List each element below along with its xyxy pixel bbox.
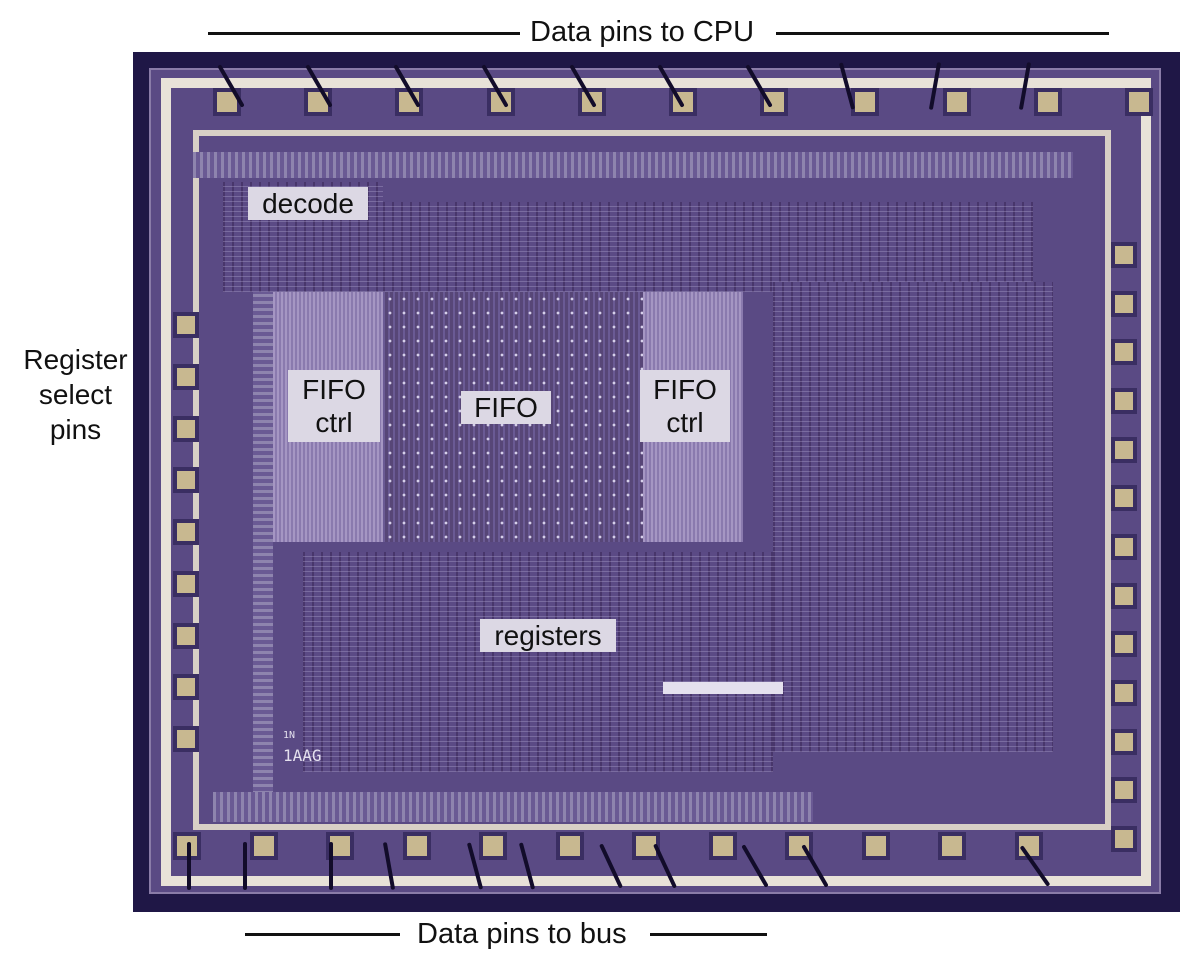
left-bond-pads bbox=[173, 312, 199, 752]
bond-pad bbox=[1111, 777, 1137, 804]
bond-pad bbox=[173, 363, 199, 390]
die-small-prefix: 1N bbox=[283, 730, 296, 741]
bottom-caption-text: Data pins to bus bbox=[417, 918, 627, 950]
bond-pad bbox=[1111, 825, 1137, 852]
fifo-ctrl-right-label: FIFO ctrl bbox=[640, 370, 730, 442]
fifo-label: FIFO bbox=[461, 391, 551, 424]
bond-pad bbox=[555, 832, 584, 860]
registers-label: registers bbox=[480, 619, 616, 652]
label-line: ctrl bbox=[666, 407, 704, 438]
bottom-caption: Data pins to bus bbox=[0, 912, 1200, 956]
label-line: FIFO bbox=[302, 374, 366, 405]
register-select-caption: Register select pins bbox=[8, 342, 143, 447]
bond-pad bbox=[173, 674, 199, 701]
bond-wire bbox=[329, 842, 333, 890]
bond-pad bbox=[1124, 88, 1153, 116]
fifo-ctrl-left-label: FIFO ctrl bbox=[288, 370, 380, 442]
outer-metal-ring bbox=[161, 78, 1151, 886]
label-line: FIFO bbox=[653, 374, 717, 405]
bond-pad bbox=[1033, 88, 1062, 116]
bond-pad bbox=[1111, 290, 1137, 317]
bond-wire bbox=[243, 842, 247, 890]
bond-pad bbox=[479, 832, 508, 860]
bond-pad bbox=[173, 467, 199, 494]
register-block bbox=[303, 552, 773, 772]
decode-label: decode bbox=[248, 187, 368, 220]
top-caption-text: Data pins to CPU bbox=[530, 16, 755, 48]
bond-pad bbox=[708, 832, 737, 860]
top-caption-rule-left bbox=[208, 32, 520, 35]
caption-line: pins bbox=[49, 414, 102, 445]
bond-pad bbox=[173, 726, 199, 752]
bond-pad bbox=[577, 88, 606, 116]
bond-pad bbox=[173, 622, 199, 649]
caption-line: select bbox=[38, 379, 113, 410]
bond-pad bbox=[173, 312, 199, 338]
bottom-caption-rule-left bbox=[245, 933, 400, 936]
bond-wire bbox=[187, 842, 191, 890]
chip-die-photo: 1N 1AAG decode FIFO FIFO ctrl FIFO ctrl … bbox=[133, 52, 1180, 912]
top-caption-rule-right bbox=[776, 32, 1109, 35]
bond-pad bbox=[851, 88, 880, 116]
top-caption: Data pins to CPU bbox=[0, 12, 1200, 52]
bond-pad bbox=[1111, 436, 1137, 463]
control-logic-block bbox=[773, 282, 1053, 752]
bond-pad bbox=[173, 519, 199, 545]
bottom-bus-lines bbox=[213, 792, 813, 822]
bond-pad bbox=[1111, 631, 1137, 658]
bond-pad bbox=[1111, 679, 1137, 706]
caption-line: Register bbox=[23, 344, 128, 375]
bond-pad bbox=[1111, 485, 1137, 512]
bond-pad bbox=[1111, 242, 1137, 268]
bond-pad bbox=[861, 832, 890, 860]
bond-pad bbox=[1111, 339, 1137, 366]
bond-pad bbox=[173, 570, 199, 597]
right-bond-pads bbox=[1111, 242, 1137, 852]
top-logic-band bbox=[383, 202, 1033, 292]
bond-pad bbox=[1111, 728, 1137, 755]
bottom-caption-rule-right bbox=[650, 933, 767, 936]
top-bus-lines bbox=[193, 152, 1073, 178]
bond-pad bbox=[1111, 582, 1137, 609]
bond-pad bbox=[942, 88, 971, 116]
bond-pad bbox=[173, 415, 199, 442]
register-latch-strip bbox=[663, 682, 783, 694]
left-bus-lines bbox=[253, 202, 273, 822]
die-part-code: 1AAG bbox=[283, 746, 322, 765]
bond-pad bbox=[938, 832, 967, 860]
label-line: ctrl bbox=[315, 407, 353, 438]
bond-pad bbox=[1111, 387, 1137, 414]
bond-pad bbox=[402, 832, 431, 860]
bond-pad bbox=[249, 832, 278, 860]
bond-pad bbox=[1111, 533, 1137, 560]
